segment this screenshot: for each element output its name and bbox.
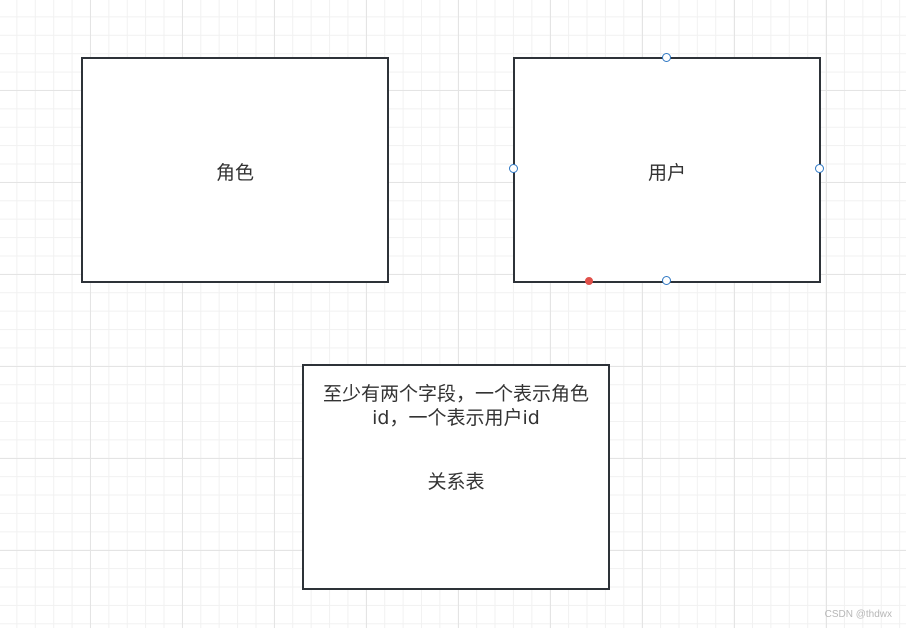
watermark: CSDN @thdwx (824, 609, 892, 620)
user-entity-box[interactable]: 用户 (513, 57, 821, 283)
connection-handle-top[interactable] (662, 53, 671, 62)
active-connection-point[interactable] (585, 277, 593, 285)
connection-handle-right[interactable] (815, 164, 824, 173)
relation-note-line-2: id，一个表示用户id (372, 407, 540, 429)
connection-handle-left[interactable] (509, 164, 518, 173)
relation-table-label: 关系表 (427, 471, 485, 493)
relation-table-box[interactable]: 至少有两个字段，一个表示角色 id，一个表示用户id 关系表 (302, 364, 610, 590)
connection-handle-bottom[interactable] (662, 276, 671, 285)
relation-note-line-1: 至少有两个字段，一个表示角色 (322, 383, 589, 405)
user-entity-label: 用户 (647, 162, 686, 184)
relation-table-note: 至少有两个字段，一个表示角色 id，一个表示用户id (310, 382, 602, 430)
role-entity-label: 角色 (215, 162, 254, 184)
role-entity-box[interactable]: 角色 (81, 57, 389, 283)
